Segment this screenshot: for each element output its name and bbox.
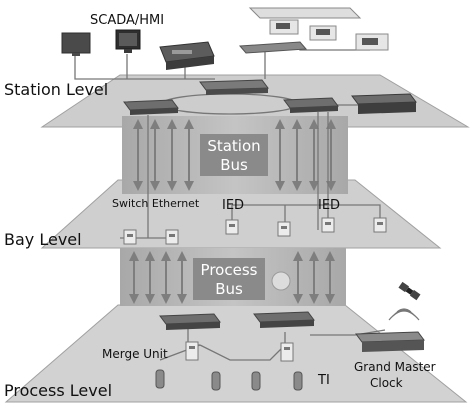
ied-icon [123, 229, 137, 245]
bay-level-label: Bay Level [4, 230, 82, 249]
ied-label-right: IED [318, 198, 340, 213]
bay-ied-3 [225, 219, 239, 235]
process-bus-label-line2: Bus [215, 280, 243, 298]
station-bus-label-line1: Station [207, 137, 260, 155]
station-level-label: Station Level [4, 80, 108, 99]
process-bus-column [120, 248, 346, 306]
process-bus-box [193, 258, 265, 300]
station-switch-right [283, 97, 339, 113]
process-bus-label-line1: Process [201, 261, 258, 279]
station-switch-left [123, 99, 179, 115]
station-bus-label-line2: Bus [220, 156, 248, 174]
merge-unit-device-left [185, 341, 199, 361]
station-bus-box [200, 134, 268, 176]
grand-master-label-line2: Clock [370, 376, 403, 390]
antenna-waves-icon [388, 308, 420, 321]
station-devices-top-right [238, 7, 389, 54]
grand-master-clock-station [351, 93, 417, 114]
ti-label: TI [317, 373, 330, 388]
merge-unit-device-right [280, 342, 294, 362]
bay-ied-5 [321, 217, 335, 233]
switch-ethernet-label: Switch Ethernet [112, 197, 200, 210]
station-bus-column [122, 116, 348, 194]
bay-ied-4 [277, 221, 291, 237]
switch-icon [199, 79, 269, 95]
process-switch-left [159, 313, 221, 330]
bay-ied-6 [373, 217, 387, 233]
satellite-icon [398, 281, 421, 301]
scada-monitor-left [61, 32, 91, 56]
process-level-label: Process Level [4, 381, 112, 400]
server-icon [159, 41, 215, 70]
scada-hmi-label: SCADA/HMI [90, 13, 164, 28]
bay-ied-2 [165, 229, 179, 245]
process-switch-right [253, 311, 315, 328]
merge-unit-label: Merge Unit [102, 347, 168, 361]
transformer-icon [155, 369, 303, 391]
process-bus-junction [271, 271, 291, 291]
ied-label-left: IED [222, 198, 244, 213]
monitor-icon [115, 29, 141, 53]
grand-master-label-line1: Grand Master [354, 360, 436, 374]
grand-master-clock-device [355, 331, 425, 352]
